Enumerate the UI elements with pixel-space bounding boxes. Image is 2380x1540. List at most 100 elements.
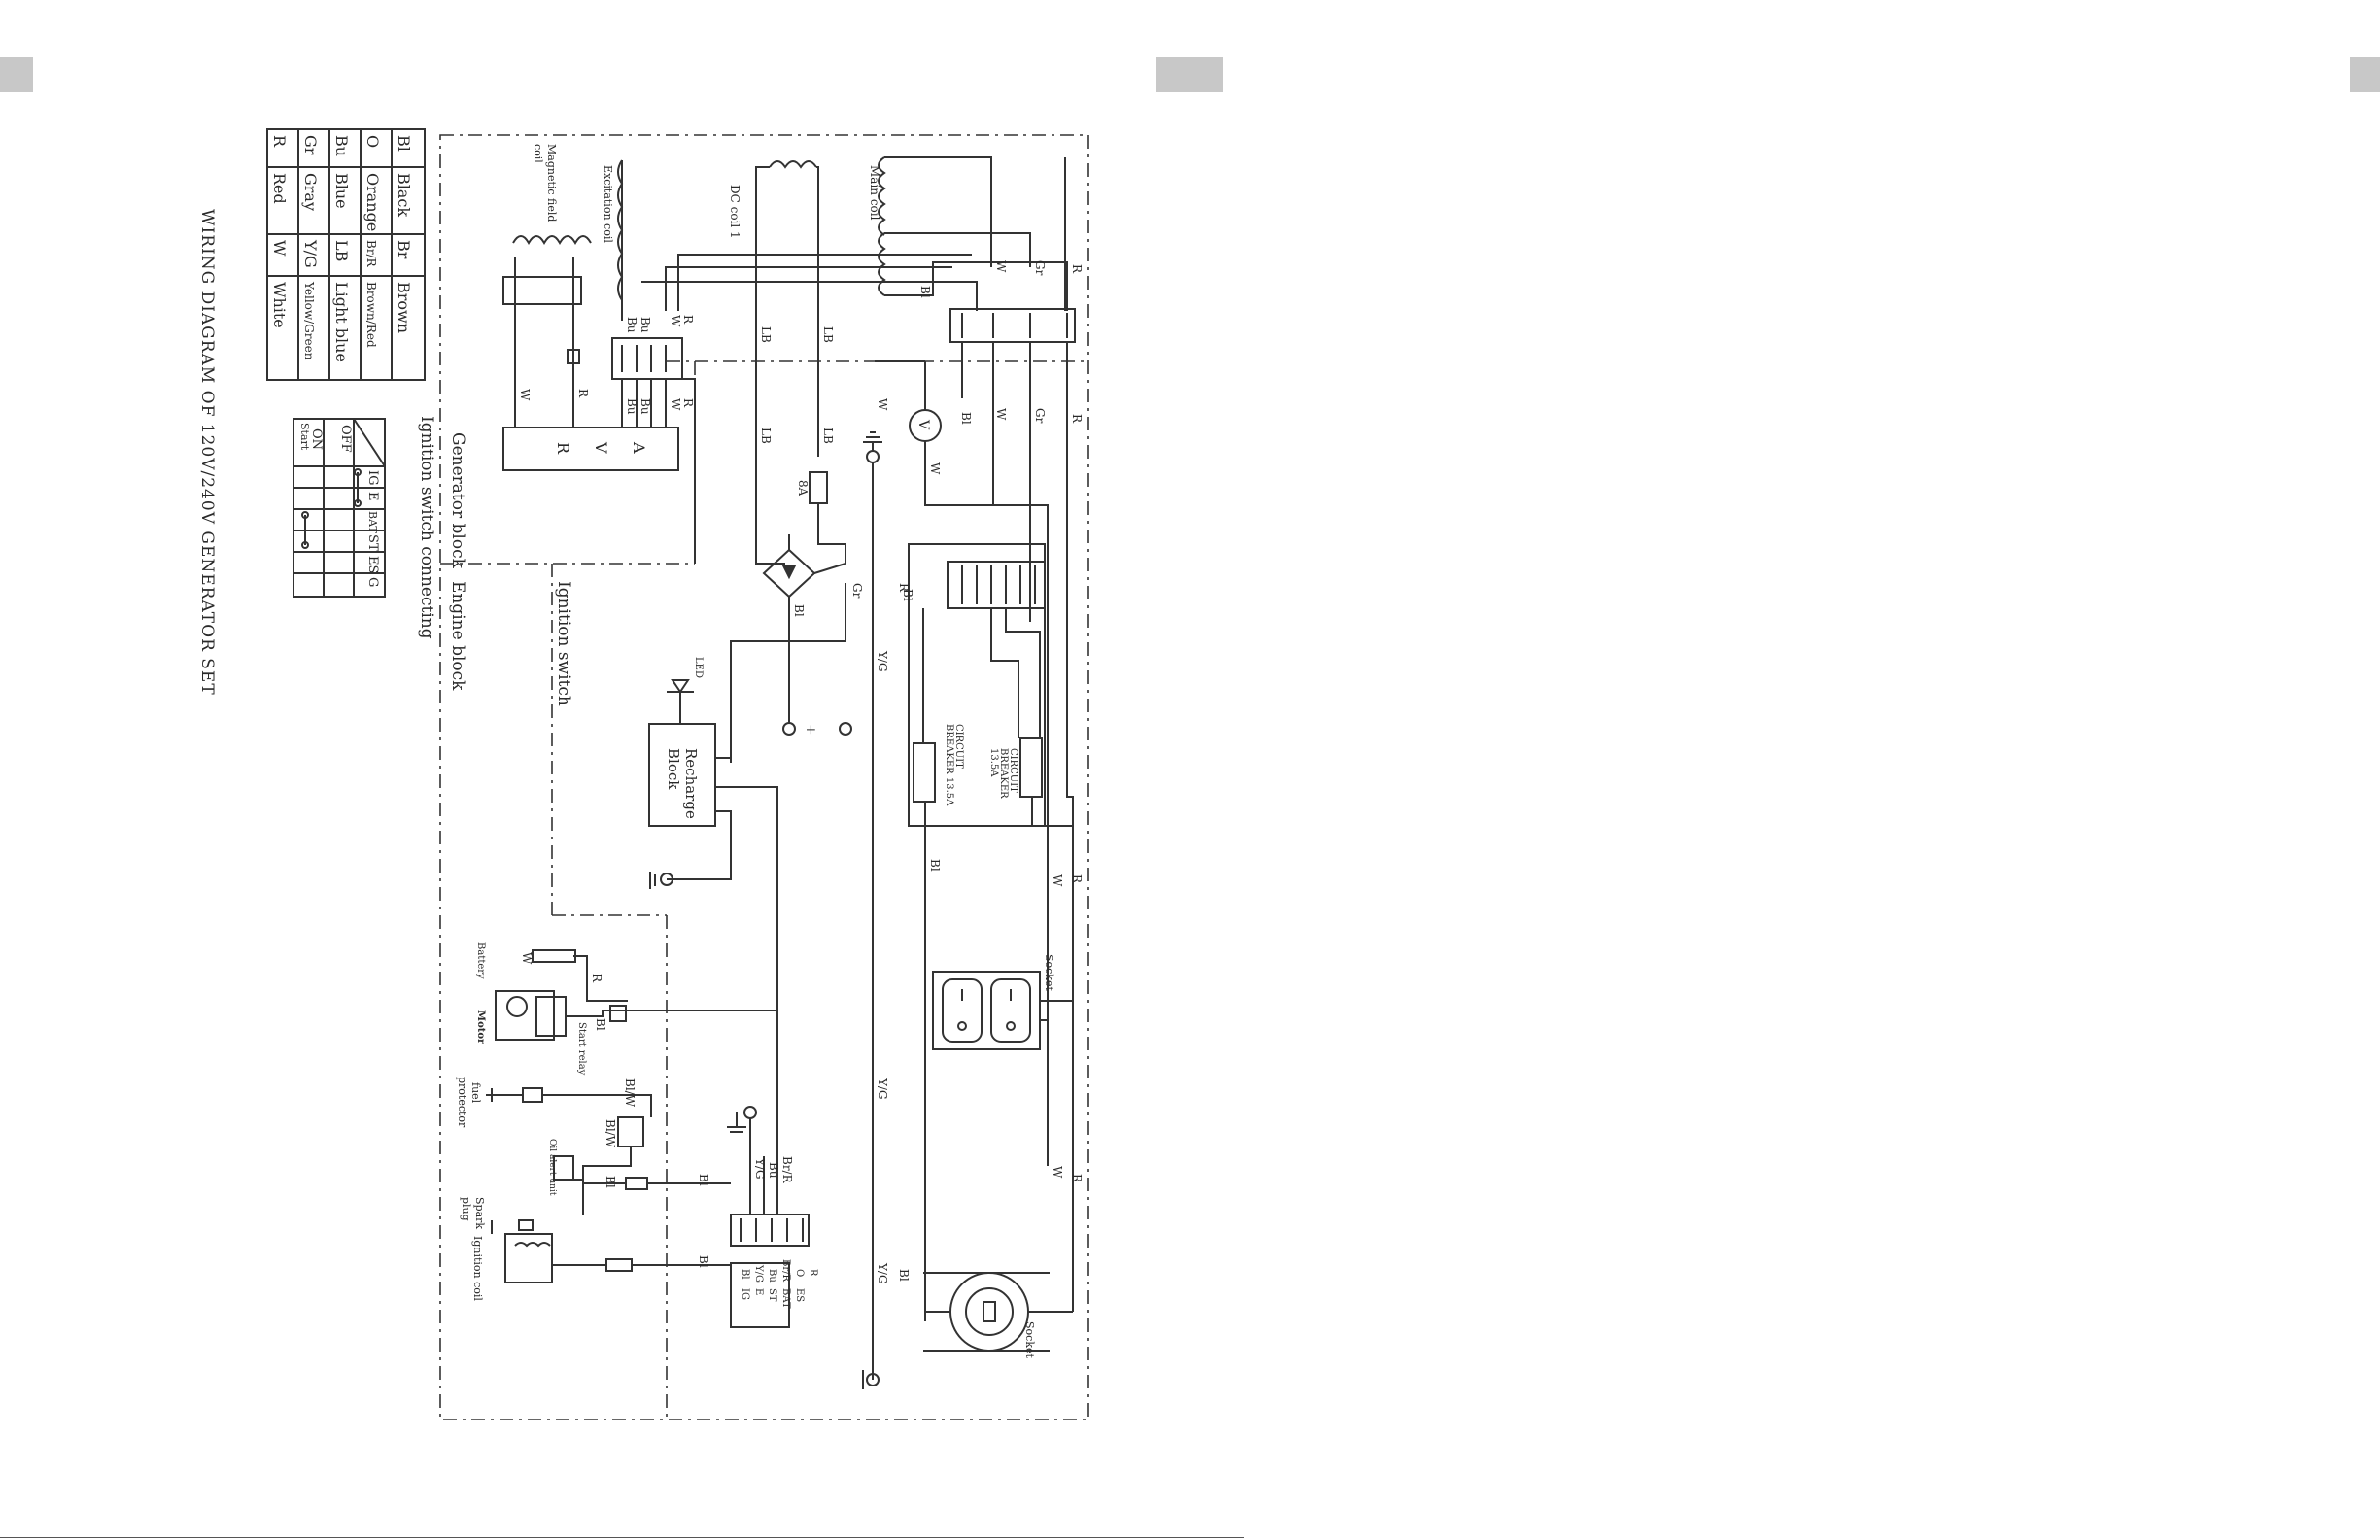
wire-label: Br/R — [780, 1156, 794, 1184]
switch-col-label: G — [365, 577, 380, 587]
circuit-breaker-1 — [1019, 737, 1043, 798]
wire-label: Bl — [897, 1269, 911, 1282]
main-coil-top — [878, 156, 886, 236]
switch-row-label: ON — [309, 428, 324, 450]
wire-label: W — [669, 315, 682, 327]
legend-code: Br/R — [364, 240, 378, 268]
switch-row-label: Start — [298, 423, 311, 451]
wire-label: R — [1070, 414, 1084, 424]
legend-code: Bu — [332, 135, 351, 156]
wire-label: Bu — [767, 1269, 777, 1283]
wire-label: LB — [821, 428, 835, 444]
legend-name: White — [270, 282, 289, 328]
avr-label: R — [554, 442, 572, 455]
wire-label: W — [876, 398, 889, 411]
legend-code: R — [270, 135, 289, 148]
wire-label: Y/G — [876, 1262, 889, 1284]
switch-col-label: E — [365, 492, 380, 501]
legend-name: Black — [395, 173, 413, 217]
wire-label: R — [681, 398, 695, 408]
terminal-label: IG — [740, 1288, 750, 1300]
wire-label: W — [928, 462, 942, 475]
legend-code: Gr — [301, 135, 320, 155]
wire-label: W — [994, 260, 1008, 273]
wire-label: R — [897, 583, 911, 593]
switch-col-label: ST — [365, 534, 380, 552]
wire-label: Y/G — [876, 1078, 889, 1100]
wire-label: Gr — [1033, 260, 1047, 276]
wire-label: LB — [759, 326, 773, 343]
voltmeter-label: V — [915, 419, 931, 430]
ignition-switch-label: Ignition switch — [554, 581, 573, 706]
socket-2 — [949, 1272, 1029, 1352]
ignition-switch-table — [293, 418, 386, 598]
magnetic-coil-label-2: coil — [532, 144, 544, 163]
wire-label: W — [1051, 1166, 1064, 1179]
terminal-label: E — [753, 1288, 764, 1295]
wire-label: R — [590, 974, 604, 983]
terminal-label: ES — [794, 1288, 805, 1302]
legend-name: Orange — [363, 173, 382, 231]
wire-label: Y/G — [753, 1157, 767, 1180]
wire-label: Bl/W — [623, 1078, 637, 1108]
recharge-block — [648, 723, 716, 827]
battery-plus-terminal — [782, 722, 796, 736]
ignition-terminal-block — [730, 1214, 810, 1247]
wire-label: Bu — [638, 317, 652, 333]
wire-label: Bu — [767, 1162, 780, 1179]
plus-label: + — [803, 724, 818, 736]
dc-coil-label: DC coil 1 — [728, 185, 742, 239]
socket-label: Socket — [1043, 954, 1055, 991]
wire-label: Bl — [740, 1269, 750, 1280]
fuse-label: 8A — [796, 480, 810, 496]
legend-name: Brown — [395, 282, 413, 333]
wire-label: Bl — [928, 859, 942, 872]
avr-label: A — [630, 441, 648, 454]
wire-label: R — [576, 389, 590, 398]
breaker-label: BREAKER — [998, 748, 1009, 799]
legend-code: W — [270, 240, 289, 257]
wire-label: Bl — [594, 1018, 607, 1031]
dc-coil — [769, 160, 817, 169]
breaker-label: 13.5A — [988, 748, 999, 777]
engine-block-label: Engine block — [448, 581, 467, 691]
page-tab-center — [1156, 57, 1223, 92]
legend-name: Brown/Red — [364, 282, 378, 348]
wire-label: LB — [759, 428, 773, 444]
oil-alert-unit — [617, 1116, 644, 1147]
wire-label: Bu — [638, 398, 652, 415]
wire-label: W — [1051, 874, 1064, 887]
wire-label: Y/G — [753, 1264, 764, 1283]
excitation-coil-label: Excitation coil — [602, 165, 614, 243]
generator-block-label: Generator block — [448, 432, 467, 569]
legend-code: LB — [332, 240, 351, 261]
legend-code: Y/G — [301, 239, 320, 268]
diagram-title: WIRING DIAGRAM OF 120V/240V GENERATOR SE… — [197, 209, 217, 696]
switch-col-label: BAT — [366, 511, 379, 533]
switch-col-label: IG — [365, 470, 380, 486]
panel-enclosure — [908, 543, 1046, 827]
page-bottom-rule — [0, 1537, 1244, 1538]
avr-block — [502, 427, 679, 471]
spark-plug-label: Spark — [473, 1197, 486, 1229]
battery-label: Battery — [475, 942, 486, 979]
wire-label: Bl — [792, 604, 806, 617]
wire-label: W — [518, 389, 532, 401]
socket-1 — [932, 971, 1041, 1050]
wire-label: W — [994, 408, 1008, 421]
switch-row-label: OFF — [338, 425, 353, 453]
legend-name: Red — [270, 173, 289, 204]
connector-excitation — [611, 337, 683, 380]
magnetic-field-coil — [512, 235, 592, 246]
wire-label: Bl — [604, 1176, 617, 1188]
ignition-switch-body — [730, 1262, 790, 1328]
connector-panel — [947, 561, 1046, 609]
wire-label: R — [1070, 874, 1084, 884]
breaker-label: CIRCUIT — [1008, 748, 1018, 793]
wire-label: R — [1070, 264, 1084, 274]
spark-plug-label: plug — [460, 1197, 472, 1221]
page-tab-right — [2350, 57, 2380, 92]
main-coil-label: Main coil — [868, 165, 881, 221]
